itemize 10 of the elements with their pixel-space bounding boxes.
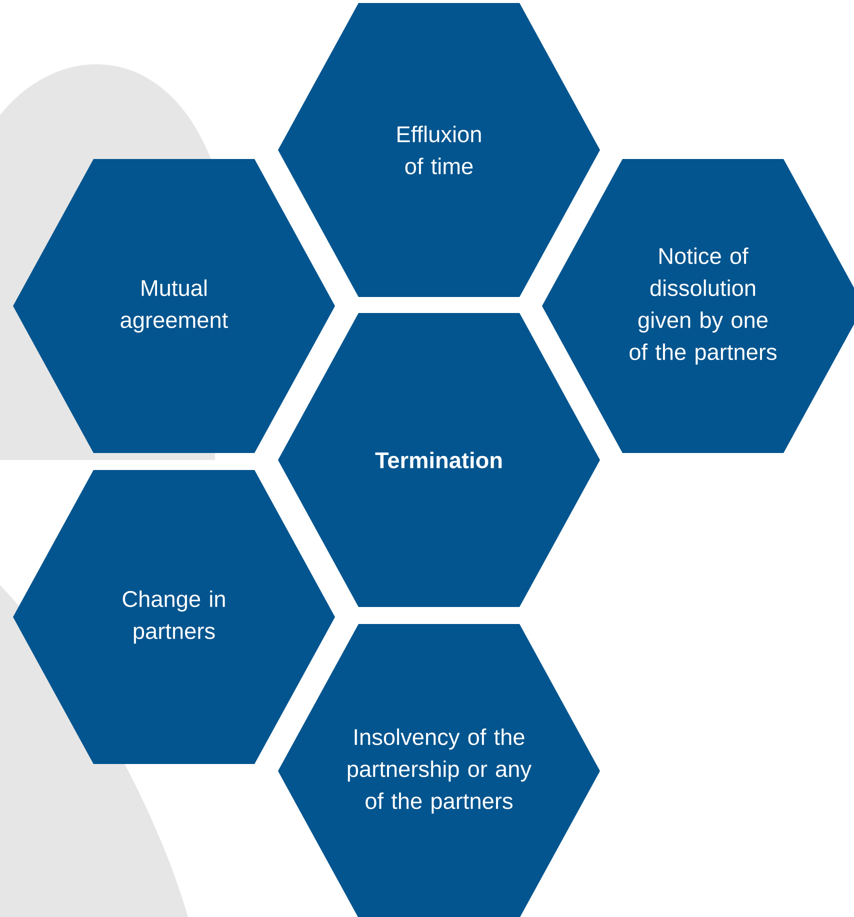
hexagon: Change in partners <box>13 470 335 764</box>
hexagon: Termination <box>278 313 600 607</box>
hexagon: Effluxion of time <box>278 3 600 297</box>
hexagon: Mutual agreement <box>13 159 335 453</box>
node-label: Change in partners <box>122 590 225 644</box>
node-label: Termination <box>375 452 502 468</box>
hexagon: Notice of dissolution given by one of the partners <box>542 159 854 453</box>
node-label: Notice of dissolution given by one of the partners <box>630 247 776 365</box>
node-label: Mutual agreement <box>120 279 228 333</box>
hexagon: Insolvency of the partnership or any of the partners <box>278 624 600 917</box>
